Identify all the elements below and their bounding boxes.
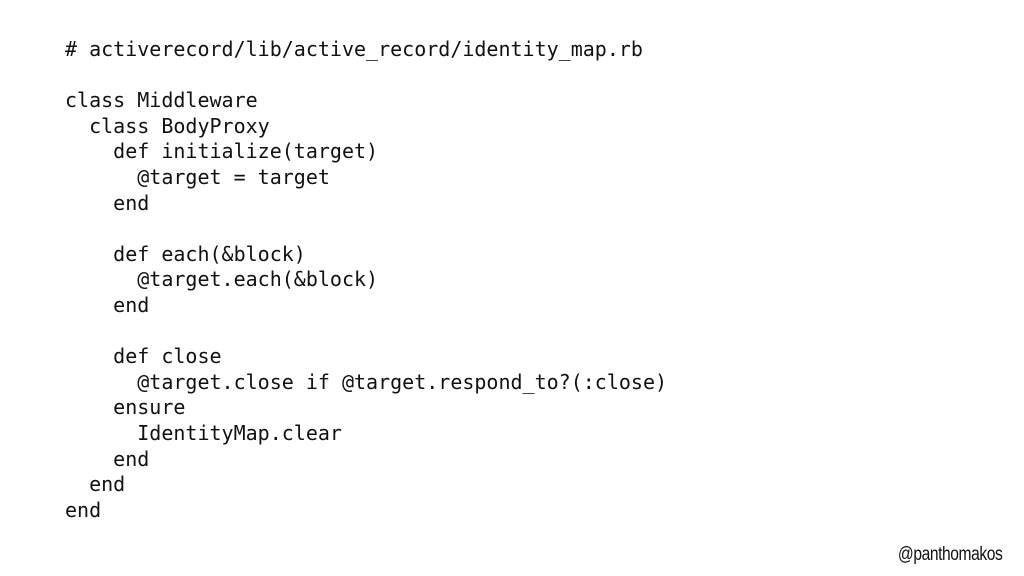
code-line-class-bodyproxy: class BodyProxy <box>65 113 270 138</box>
code-block: # activerecord/lib/active_record/identit… <box>65 37 667 523</box>
author-handle: @panthomakos <box>897 544 1003 565</box>
code-line-ensure: ensure <box>65 395 186 420</box>
code-line-comment: # activerecord/lib/active_record/identit… <box>65 37 643 61</box>
code-line-blank <box>65 63 667 89</box>
code-line-target-close: @target.close if @target.respond_to?(:cl… <box>65 369 668 394</box>
code-line-blank <box>65 216 667 242</box>
code-line-target-each: @target.each(&block) <box>65 267 379 292</box>
code-line-end: end <box>65 472 126 497</box>
code-line-identitymap-clear: IdentityMap.clear <box>65 420 342 445</box>
code-line-def-close: def close <box>65 344 222 369</box>
code-line-assign-target: @target = target <box>65 164 330 189</box>
code-line-def-each: def each(&block) <box>65 241 306 266</box>
code-line-end: end <box>65 497 102 522</box>
code-line-end: end <box>65 292 150 317</box>
code-line-blank <box>65 319 667 345</box>
code-line-def-initialize: def initialize(target) <box>65 139 379 164</box>
code-line-class-middleware: class Middleware <box>65 88 258 113</box>
code-line-end: end <box>65 190 150 215</box>
code-line-end: end <box>65 446 150 471</box>
